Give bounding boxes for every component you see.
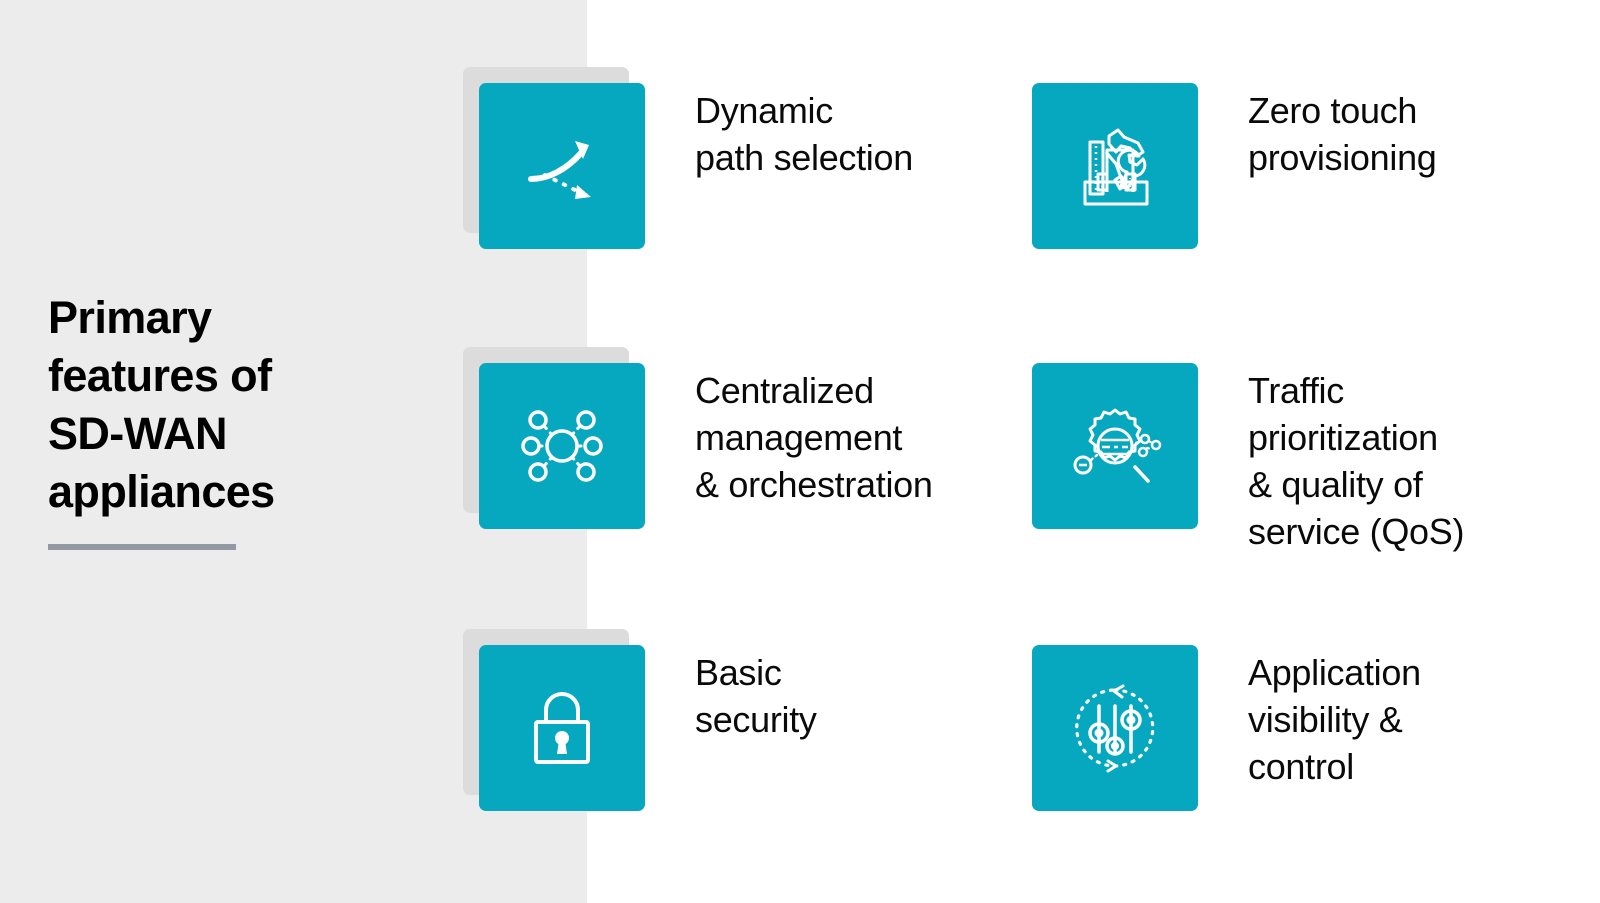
feature-label: Zero touch provisioning <box>1248 90 1437 178</box>
icon-tile <box>479 645 645 811</box>
icon-tile <box>1032 83 1198 249</box>
feature-label: Dynamic path selection <box>695 90 913 178</box>
icon-tile-wrapper <box>1032 645 1198 811</box>
icon-tile <box>479 363 645 529</box>
icon-tile <box>1032 363 1198 529</box>
feature-label: Basic security <box>695 652 817 740</box>
feature-label: Traffic prioritization & quality of serv… <box>1248 370 1465 552</box>
padlock-icon <box>516 682 608 774</box>
icon-tile <box>479 83 645 249</box>
sliders-refresh-icon <box>1065 678 1165 778</box>
feature-label: Application visibility & control <box>1248 652 1421 787</box>
feature-item-dynamic-path-selection[interactable]: Dynamic path selection <box>463 67 1025 249</box>
hub-and-spoke-network-icon <box>514 398 610 494</box>
icon-tile-wrapper <box>463 629 645 811</box>
icon-tile-wrapper <box>1032 363 1198 529</box>
feature-item-traffic-prioritization[interactable]: Traffic prioritization & quality of serv… <box>1032 363 1588 555</box>
feature-item-centralized-management[interactable]: Centralized management & orchestration <box>463 347 1025 529</box>
icon-tile-wrapper <box>463 67 645 249</box>
icon-tile <box>1032 645 1198 811</box>
feature-item-application-visibility[interactable]: Application visibility & control <box>1032 645 1588 811</box>
title-underline-rule <box>48 544 236 550</box>
icon-tile-wrapper <box>1032 83 1198 249</box>
title-block: Primary features of SD-WAN appliances <box>48 289 378 521</box>
diverging-paths-icon <box>519 123 605 209</box>
toolbox-icon <box>1069 120 1161 212</box>
gear-magnifier-data-icon <box>1066 397 1164 495</box>
feature-item-basic-security[interactable]: Basic security <box>463 629 1025 811</box>
icon-tile-wrapper <box>463 347 645 529</box>
feature-item-zero-touch-provisioning[interactable]: Zero touch provisioning <box>1032 83 1588 249</box>
page-title: Primary features of SD-WAN appliances <box>48 292 275 517</box>
feature-label: Centralized management & orchestration <box>695 370 933 505</box>
